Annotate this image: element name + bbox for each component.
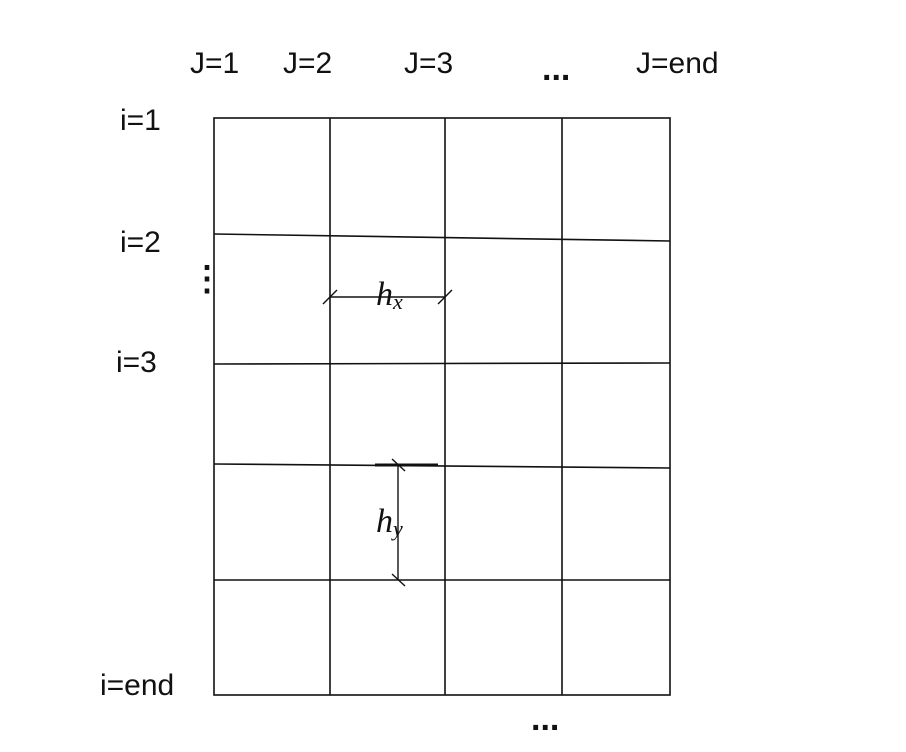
hx-tick-right (437, 289, 453, 305)
column-label-jend: J=end (636, 47, 719, 80)
column-ellipsis: ... (542, 50, 570, 88)
hy-tick-bottom (391, 573, 406, 587)
column-label-j3: J=3 (404, 47, 453, 80)
column-label-j2: J=2 (283, 47, 332, 80)
hx-label: hx (376, 276, 403, 314)
row-ellipsis: ⋮ (190, 260, 224, 298)
grid-hline-2 (213, 233, 671, 242)
hy-tick-top (391, 458, 406, 472)
row-label-i1: i=1 (120, 104, 161, 137)
row-label-iend: i=end (100, 669, 174, 702)
row-label-i2: i=2 (120, 226, 161, 259)
hx-tick-left (322, 289, 338, 305)
row-label-i3: i=3 (116, 346, 157, 379)
grid-border (213, 117, 671, 696)
column-label-j1: J=1 (190, 47, 239, 80)
grid (213, 117, 671, 696)
grid-hline-4 (213, 463, 671, 469)
grid-hline-3 (213, 362, 671, 365)
hy-label: hy (376, 503, 403, 541)
hx-dimension-marker: hx (322, 276, 453, 314)
bottom-ellipsis: ... (531, 700, 559, 738)
hy-dimension-marker: hy (375, 458, 438, 587)
